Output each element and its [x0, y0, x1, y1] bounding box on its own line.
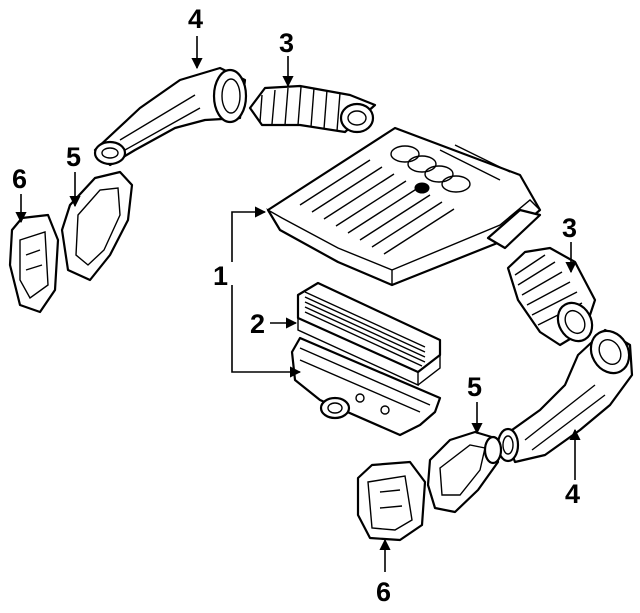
bracket-left — [8, 213, 60, 314]
callout-5-right: 5 — [467, 372, 482, 402]
callout-4-right: 4 — [565, 479, 580, 509]
callout-4-left: 4 — [188, 4, 203, 34]
leader-lines — [15, 36, 581, 572]
filter-pleats — [304, 291, 426, 367]
intake-duct-right — [496, 328, 634, 464]
callout-1: 1 — [213, 261, 228, 291]
air-cleaner-lower-housing — [290, 336, 442, 437]
intake-bellows-hose-left — [248, 84, 377, 134]
four-rings-logo — [390, 145, 471, 194]
callout-3-left: 3 — [279, 28, 294, 58]
air-filter-element — [296, 281, 442, 387]
callout-6-left: 6 — [12, 164, 27, 194]
cover-ribs — [299, 144, 511, 255]
adapter-right — [426, 430, 503, 514]
callout-3-right: 3 — [562, 213, 577, 243]
callout-6-right: 6 — [376, 577, 391, 607]
intake-duct-left — [93, 66, 248, 167]
callout-5-left: 5 — [66, 142, 81, 172]
adapter-left — [60, 170, 134, 282]
air-cleaner-cover — [266, 126, 542, 287]
intake-bellows-hose-right — [506, 246, 597, 347]
callout-labels: 4 3 6 5 1 2 3 4 5 6 — [12, 4, 580, 607]
bracket-right — [356, 460, 427, 542]
callout-2: 2 — [250, 309, 265, 339]
